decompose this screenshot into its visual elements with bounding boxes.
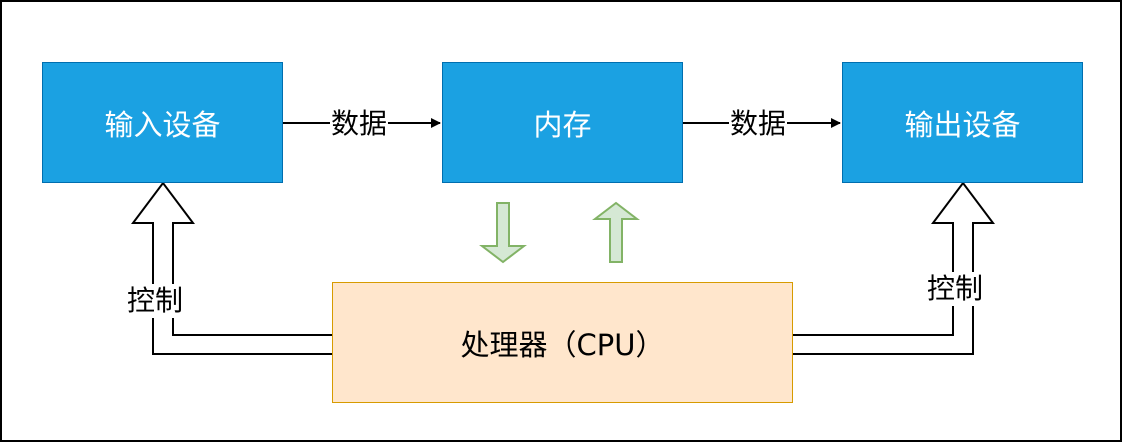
memory-label: 内存 [533, 107, 592, 142]
processor-box: 处理器（CPU） [332, 282, 793, 403]
edge-label-control-left: 控制 [126, 284, 185, 318]
output-device-box: 输出设备 [842, 62, 1083, 183]
memory-box: 内存 [442, 62, 683, 183]
input-device-box: 输入设备 [42, 62, 283, 183]
edge-label-data-left: 数据 [330, 107, 389, 141]
control-arrow-cpu-to-output [793, 181, 995, 355]
output-device-label: 输出设备 [904, 107, 1021, 142]
processor-label: 处理器（CPU） [460, 327, 665, 362]
input-device-label: 输入设备 [104, 107, 221, 142]
green-down-arrow [479, 202, 527, 264]
green-up-arrow [592, 201, 640, 263]
edge-label-control-right: 控制 [926, 272, 985, 306]
edge-label-data-right: 数据 [729, 107, 788, 141]
control-arrow-cpu-to-input [131, 181, 332, 355]
